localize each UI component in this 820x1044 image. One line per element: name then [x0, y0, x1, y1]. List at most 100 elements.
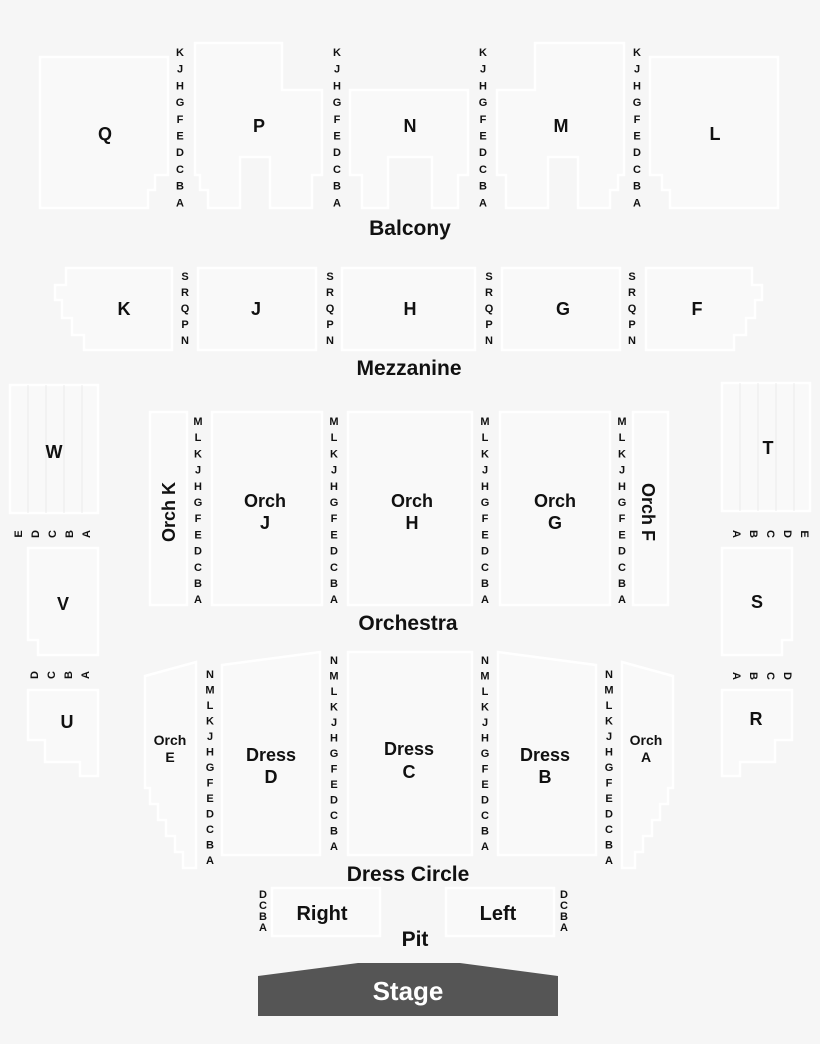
orchestra-col-2-row-5: G: [481, 497, 490, 509]
area-titles: Balcony Mezzanine Orchestra Dress Circle…: [347, 217, 470, 1006]
balcony-col-0-row-8: B: [176, 181, 184, 193]
dress-side-col-0-row-8: E: [206, 793, 213, 805]
balcony-section-p[interactable]: [193, 41, 324, 210]
balcony-section-q[interactable]: [38, 55, 170, 210]
orchestra-col-1-row-7: E: [330, 529, 337, 541]
dress-center-col-1-row-5: H: [481, 733, 489, 745]
dress-label-orch-e-2: E: [165, 749, 174, 765]
balcony-col-2-row-9: A: [479, 197, 487, 209]
dress-center-col-0-row-12: A: [330, 841, 338, 853]
orchestra-col-0-row-10: B: [194, 578, 202, 590]
orchestra-section-g[interactable]: [498, 410, 612, 607]
orchestra-col-3-row-2: K: [618, 448, 626, 460]
box-v[interactable]: [26, 546, 100, 657]
orchestra-col-0-row-3: J: [195, 465, 201, 477]
balcony-col-1-row-3: G: [333, 97, 342, 109]
dress-center-col-0-row-10: C: [330, 810, 338, 822]
dress-center-col-1-row-10: C: [481, 810, 489, 822]
balcony-col-1-row-8: B: [333, 181, 341, 193]
dress-side-col-0-row-2: L: [207, 700, 214, 712]
balcony-section-m[interactable]: [495, 41, 626, 210]
dress-label-c-2: C: [403, 762, 416, 782]
dress-side-col-1-row-10: C: [605, 824, 613, 836]
dress-section-b[interactable]: [496, 650, 598, 857]
pit-right-col-row-1: C: [259, 900, 267, 912]
orchestra-col-3-row-4: H: [618, 481, 626, 493]
dress-side-col-1-row-5: H: [605, 747, 613, 759]
orchestra-section-h[interactable]: [346, 410, 474, 607]
balcony-label-m: M: [554, 116, 569, 136]
dress-center-col-0-row-8: E: [330, 779, 337, 791]
dress-section-orch-a[interactable]: [620, 660, 675, 870]
box-t[interactable]: [720, 381, 812, 513]
pit-right-col-row-3: A: [259, 922, 267, 934]
box-right-top-row-4: E: [798, 530, 810, 537]
mezzanine-section-g[interactable]: [500, 266, 622, 352]
orchestra-section-f[interactable]: [631, 410, 670, 607]
box-r[interactable]: [720, 688, 794, 778]
dress-center-col-1-row-6: G: [481, 748, 490, 760]
orchestra-section-k[interactable]: [148, 410, 189, 607]
dress-side-col-0-row-12: A: [206, 855, 214, 867]
orchestra-label-h-2: H: [406, 513, 419, 533]
dress-label-orch-a-1: Orch: [630, 732, 663, 748]
balcony-col-1-row-9: A: [333, 197, 341, 209]
balcony-section-n[interactable]: [348, 88, 470, 210]
orchestra-section-j[interactable]: [210, 410, 324, 607]
orchestra-col-3-row-1: L: [619, 432, 626, 444]
orchestra-col-0-row-4: H: [194, 481, 202, 493]
balcony-col-2-row-0: K: [479, 47, 487, 59]
box-left-bottom-row-0: D: [29, 671, 41, 679]
box-right-bottom-row-3: D: [781, 672, 793, 680]
mezzanine-col-0-row-3: P: [181, 319, 188, 331]
box-t-row-lines: [739, 383, 795, 511]
balcony-col-0-row-0: K: [176, 47, 184, 59]
orchestra-label-j-2: J: [260, 513, 270, 533]
mezzanine-section-k[interactable]: [53, 266, 174, 352]
orchestra-col-3-row-7: E: [618, 529, 625, 541]
dress-center-col-0-row-0: N: [330, 655, 338, 667]
orchestra-sections: [148, 410, 670, 607]
mezzanine-section-f[interactable]: [644, 266, 764, 352]
balcony-col-3-row-8: B: [633, 181, 641, 193]
orchestra-col-2-row-3: J: [482, 465, 488, 477]
mezzanine-col-2-row-2: Q: [485, 303, 494, 315]
balcony-label-q: Q: [98, 124, 112, 144]
balcony-label-l: L: [710, 124, 721, 144]
box-w[interactable]: [8, 383, 100, 515]
box-left-bottom-row-1: C: [46, 671, 58, 679]
dress-label-d-1: Dress: [246, 745, 296, 765]
mezzanine-section-h[interactable]: [340, 266, 477, 352]
dress-side-col-1-row-8: E: [605, 793, 612, 805]
box-left-bottom-row-3: A: [80, 671, 92, 679]
dress-label-d-2: D: [265, 767, 278, 787]
dress-section-orch-e[interactable]: [143, 660, 198, 870]
orchestra-col-2-row-10: B: [481, 578, 489, 590]
balcony-section-l[interactable]: [648, 55, 780, 210]
area-title-orchestra: Orchestra: [358, 612, 458, 635]
dress-section-c[interactable]: [346, 650, 474, 857]
pit-section-left[interactable]: [444, 886, 556, 938]
dress-center-col-1-row-0: N: [481, 655, 489, 667]
dress-side-col-1-row-9: D: [605, 809, 613, 821]
box-left-top-row-3: B: [64, 530, 76, 538]
pit-section-right[interactable]: [270, 886, 382, 938]
mezzanine-sections: [53, 266, 764, 352]
dress-side-col-0-row-1: M: [205, 685, 214, 697]
row-labels: KJHGFEDCBAKJHGFEDCBAKJHGFEDCBAKJHGFEDCBA…: [13, 47, 810, 934]
box-s[interactable]: [720, 546, 794, 657]
mezzanine-section-j[interactable]: [196, 266, 318, 352]
orchestra-col-0-row-9: C: [194, 562, 202, 574]
box-u[interactable]: [26, 688, 100, 778]
orchestra-col-2-row-4: H: [481, 481, 489, 493]
box-w-row-lines: [27, 385, 83, 513]
dress-center-col-1-row-8: E: [481, 779, 488, 791]
dress-side-col-0-row-4: J: [207, 731, 213, 743]
balcony-col-1-row-2: H: [333, 80, 341, 92]
orchestra-col-2-row-0: M: [480, 416, 489, 428]
dress-section-d[interactable]: [220, 650, 322, 857]
dress-center-col-0-row-6: G: [330, 748, 339, 760]
orchestra-col-0-row-1: L: [195, 432, 202, 444]
mezzanine-label-k: K: [118, 299, 131, 319]
